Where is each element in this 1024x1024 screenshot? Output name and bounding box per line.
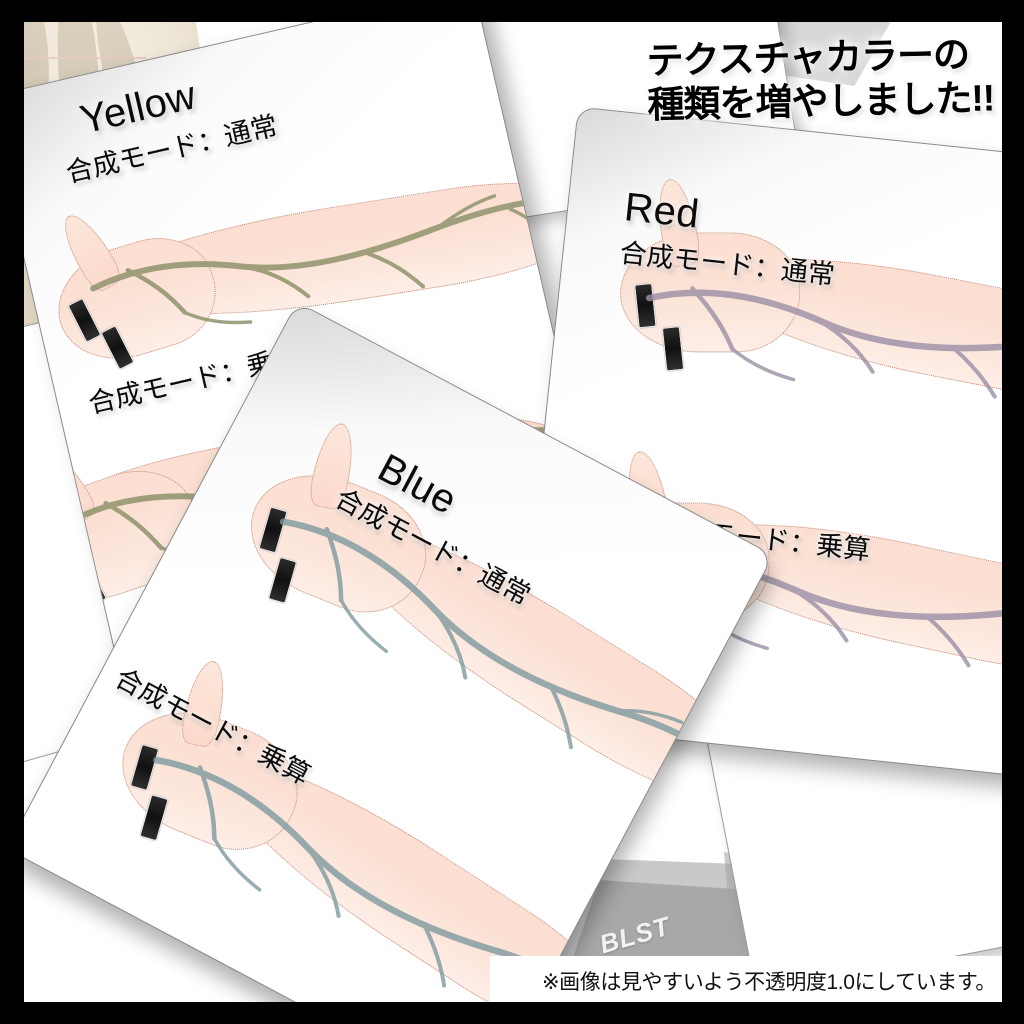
headline-line-1: テクスチャカラーの	[646, 33, 970, 82]
footer-plate	[490, 956, 1002, 1002]
card-yellow-title: Yellow	[76, 73, 201, 143]
headline-line-2: 種類を増やしました!!	[647, 77, 995, 126]
vein-network	[631, 235, 1002, 429]
arm-group-top	[579, 108, 1002, 420]
illustration-stage: BLST	[24, 22, 1002, 1002]
background-artwork: BLST	[24, 22, 1002, 1002]
headline: テクスチャカラーの 種類を増やしました!!	[646, 32, 994, 127]
footer-note: ※画像は見やすいよう不透明度1.0にしています。	[541, 971, 996, 994]
arm-group-top	[24, 22, 616, 376]
card-yellow-mode-normal: 合成モード：通常	[63, 110, 281, 189]
vein-network	[65, 137, 601, 381]
